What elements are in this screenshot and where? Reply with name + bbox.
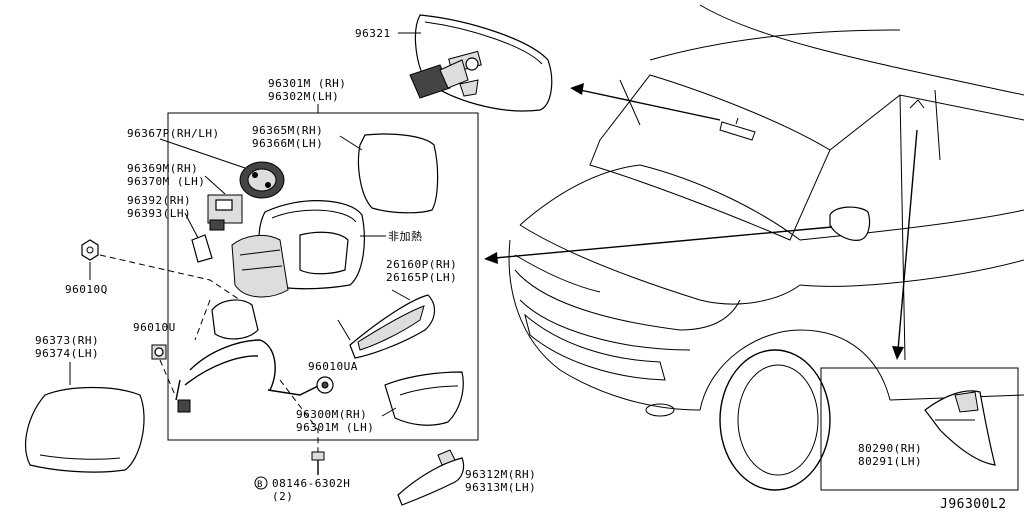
bolt-08146 (311, 451, 325, 475)
label-26165p: 26165P(LH) (386, 271, 457, 284)
dashed-guide (99, 254, 241, 301)
label-26160p: 26160P(RH) (386, 258, 457, 271)
label-08146-qty: (2) (272, 490, 293, 503)
bolt-symbol (254, 476, 268, 490)
grommet-96010u (151, 344, 167, 360)
mirror-base-harness (175, 299, 321, 413)
label-96301m: 96301M (RH) (268, 77, 346, 90)
label-96392: 96392(RH) (127, 194, 191, 207)
turn-signal-lamp-part (337, 294, 435, 359)
mirror-cover-96373 (25, 386, 145, 473)
label-80291: 80291(LH) (858, 455, 922, 468)
mirror-glass-part (357, 133, 439, 214)
label-96312m: 96312M(RH) (465, 468, 536, 481)
label-96367p: 96367P(RH/LH) (127, 127, 220, 140)
arrows (484, 83, 918, 360)
label-96301m-lh: 96301M (LH) (296, 421, 374, 434)
label-96374: 96374(LH) (35, 347, 99, 360)
label-96010u: 96010U (133, 321, 176, 334)
label-80290: 80290(RH) (858, 442, 922, 455)
label-96302m: 96302M(LH) (268, 90, 339, 103)
label-96366m: 96366M(LH) (252, 137, 323, 150)
label-96321: 96321 (355, 27, 391, 40)
clip-96010ua (316, 376, 334, 394)
mirror-motor-part (207, 194, 243, 231)
label-96365m: 96365M(RH) (252, 124, 323, 137)
door-trim-part (924, 390, 996, 466)
nut-96010q (81, 239, 99, 261)
mirror-cover-96312 (397, 449, 465, 506)
label-non-heated: 非加熱 (388, 230, 423, 243)
label-08146: 08146-6302H (272, 477, 350, 490)
label-96300m: 96300M(RH) (296, 408, 367, 421)
label-96370m: 96370M (LH) (127, 175, 205, 188)
label-96010q: 96010Q (65, 283, 108, 296)
mirror-cover-part (384, 371, 464, 426)
mirror-cap-clip (191, 234, 213, 263)
label-96393: 96393(LH) (127, 207, 191, 220)
outside-mirror-assembly-box (167, 112, 479, 441)
mirror-actuator-part (239, 161, 285, 199)
mirror-housing-part (231, 200, 365, 298)
inside-mirror-part (409, 14, 553, 112)
label-96313m: 96313M(LH) (465, 481, 536, 494)
label-96373: 96373(RH) (35, 334, 99, 347)
diagram-code: J96300L2 (940, 497, 1007, 512)
label-96010ua: 96010UA (308, 360, 358, 373)
inset-box (820, 367, 1019, 491)
label-96369m: 96369M(RH) (127, 162, 198, 175)
label-bolt-symbol: B (257, 480, 263, 490)
vehicle-outline (508, 4, 1024, 491)
